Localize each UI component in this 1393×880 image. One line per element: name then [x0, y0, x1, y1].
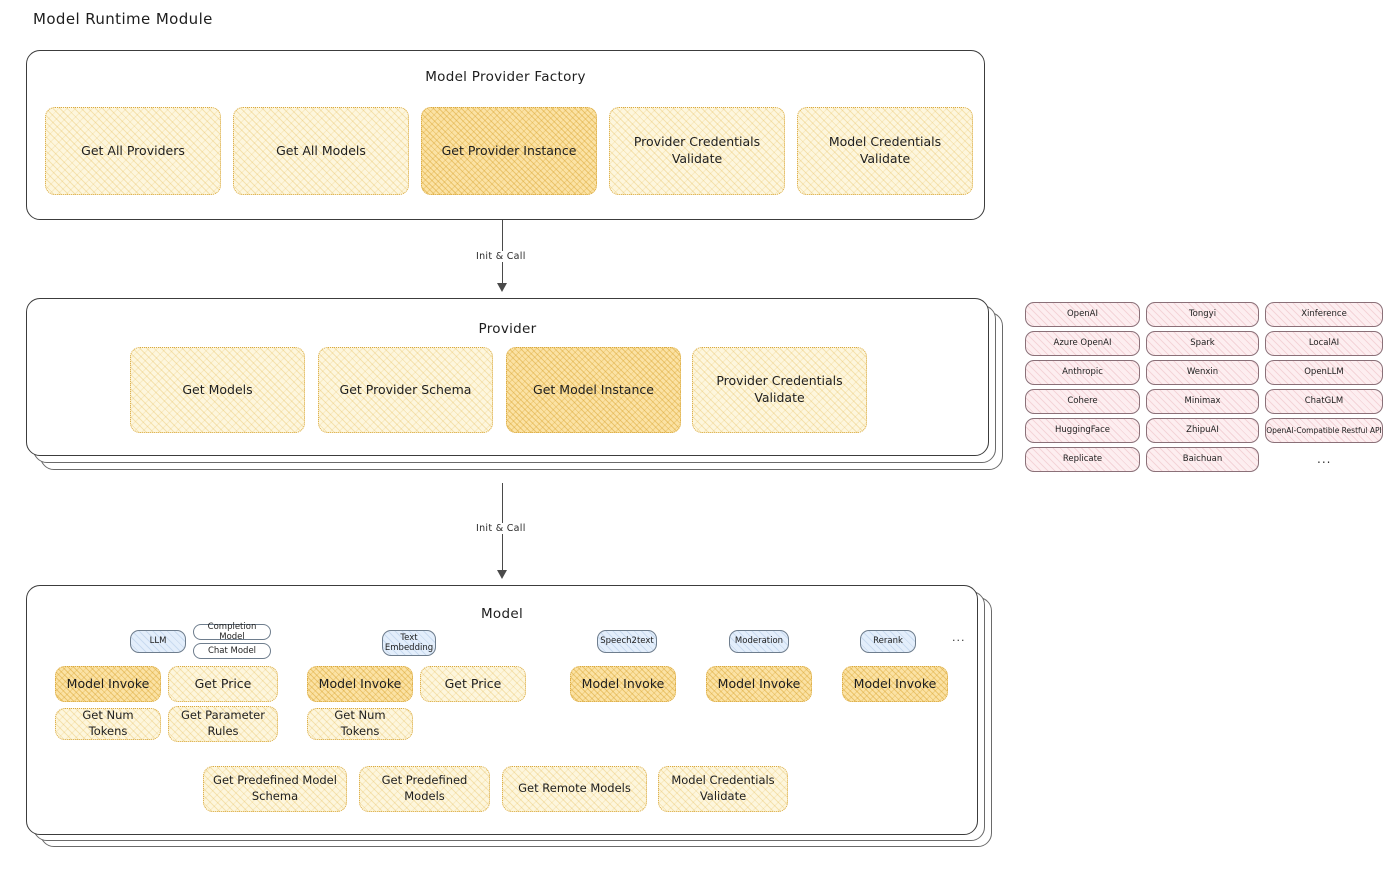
- factory-node-get-all-providers[interactable]: Get All Providers: [45, 107, 221, 195]
- model-common-node-get-remote-models[interactable]: Get Remote Models: [502, 766, 647, 812]
- provider-chip-chatglm[interactable]: ChatGLM: [1265, 389, 1383, 414]
- provider-chip-zhipuai[interactable]: ZhipuAI: [1146, 418, 1259, 443]
- provider-chip-azure-openai[interactable]: Azure OpenAI: [1025, 331, 1140, 356]
- capability-chip-moderation[interactable]: Moderation: [729, 630, 789, 653]
- provider-node-get-models[interactable]: Get Models: [130, 347, 305, 433]
- provider-chip-anthropic[interactable]: Anthropic: [1025, 360, 1140, 385]
- factory-node-model-credentials-validate[interactable]: Model Credentials Validate: [797, 107, 973, 195]
- capability-chip-text-embedding[interactable]: Text Embedding: [382, 630, 436, 656]
- provider-chip-tongyi[interactable]: Tongyi: [1146, 302, 1259, 327]
- llm-node-get-price[interactable]: Get Price: [168, 666, 278, 702]
- provider-chip-spark[interactable]: Spark: [1146, 331, 1259, 356]
- capability-chip-speech2text[interactable]: Speech2text: [597, 630, 657, 653]
- capability-subchip-chat-model[interactable]: Chat Model: [193, 643, 271, 659]
- provider-node-get-model-instance[interactable]: Get Model Instance: [506, 347, 681, 433]
- provider-node-provider-credentials-validate[interactable]: Provider Credentials Validate: [692, 347, 867, 433]
- arrow-factory-to-provider-head: [497, 283, 507, 292]
- page-title: Model Runtime Module: [33, 10, 213, 28]
- provider-chip-openai[interactable]: OpenAI: [1025, 302, 1140, 327]
- provider-chip-xinference[interactable]: Xinference: [1265, 302, 1383, 327]
- arrow-factory-to-provider-label: Init & Call: [472, 251, 530, 262]
- model-common-node-model-credentials-validate[interactable]: Model Credentials Validate: [658, 766, 788, 812]
- moderation-node-model-invoke[interactable]: Model Invoke: [706, 666, 812, 702]
- provider-chip-baichuan[interactable]: Baichuan: [1146, 447, 1259, 472]
- provider-chip-wenxin[interactable]: Wenxin: [1146, 360, 1259, 385]
- llm-node-model-invoke[interactable]: Model Invoke: [55, 666, 161, 702]
- factory-node-get-provider-instance[interactable]: Get Provider Instance: [421, 107, 597, 195]
- model-common-node-get-predefined-models[interactable]: Get Predefined Models: [359, 766, 490, 812]
- arrow-provider-to-model-head: [497, 570, 507, 579]
- provider-chip-replicate[interactable]: Replicate: [1025, 447, 1140, 472]
- provider-node-get-provider-schema[interactable]: Get Provider Schema: [318, 347, 493, 433]
- model-common-node-get-predefined-model-schema[interactable]: Get Predefined Model Schema: [203, 766, 347, 812]
- provider-chip-cohere[interactable]: Cohere: [1025, 389, 1140, 414]
- llm-node-get-parameter-rules[interactable]: Get Parameter Rules: [168, 706, 278, 742]
- text-embedding-node-get-price[interactable]: Get Price: [420, 666, 526, 702]
- model-provider-factory-container: Model Provider Factory Get All Providers…: [26, 50, 985, 220]
- llm-node-get-num-tokens[interactable]: Get Num Tokens: [55, 708, 161, 740]
- text-embedding-node-get-num-tokens[interactable]: Get Num Tokens: [307, 708, 413, 740]
- provider-container: Provider Get Models Get Provider Schema …: [26, 298, 989, 456]
- text-embedding-node-model-invoke[interactable]: Model Invoke: [307, 666, 413, 702]
- provider-chip-localai[interactable]: LocalAI: [1265, 331, 1383, 356]
- provider-title: Provider: [478, 321, 537, 337]
- arrow-provider-to-model-label: Init & Call: [472, 523, 530, 534]
- provider-chip-openllm[interactable]: OpenLLM: [1265, 360, 1383, 385]
- model-capabilities-ellipsis: ...: [952, 631, 966, 644]
- model-title: Model: [480, 606, 524, 622]
- speech2text-node-model-invoke[interactable]: Model Invoke: [570, 666, 676, 702]
- provider-list: OpenAI Azure OpenAI Anthropic Cohere Hug…: [1025, 300, 1383, 475]
- model-container: Model LLM Completion Model Chat Model Mo…: [26, 585, 978, 835]
- factory-node-provider-credentials-validate[interactable]: Provider Credentials Validate: [609, 107, 785, 195]
- model-provider-factory-title: Model Provider Factory: [425, 69, 586, 85]
- capability-chip-llm[interactable]: LLM: [130, 630, 186, 653]
- provider-list-ellipsis: ...: [1317, 452, 1332, 466]
- provider-chip-huggingface[interactable]: HuggingFace: [1025, 418, 1140, 443]
- rerank-node-model-invoke[interactable]: Model Invoke: [842, 666, 948, 702]
- capability-chip-rerank[interactable]: Rerank: [860, 630, 916, 653]
- provider-chip-openai-compatible-restful-api[interactable]: OpenAI-Compatible Restful API: [1265, 418, 1383, 443]
- provider-chip-minimax[interactable]: Minimax: [1146, 389, 1259, 414]
- capability-subchip-completion-model[interactable]: Completion Model: [193, 622, 271, 642]
- factory-node-get-all-models[interactable]: Get All Models: [233, 107, 409, 195]
